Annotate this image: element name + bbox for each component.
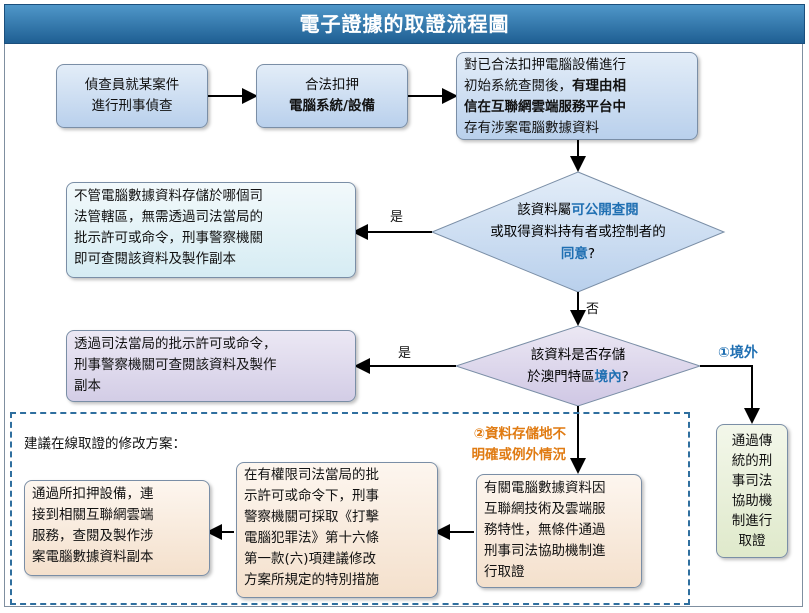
investigation-line-1: 偵查員就某案件 — [84, 77, 180, 93]
no-approval-needed-box: 不管電腦數據資料存儲於哪個司 法管轄區，無需透過司法當局的 批示許可或命令，刑事… — [66, 182, 356, 278]
review-line-1: 對已合法扣押電腦設備進行 — [464, 57, 626, 73]
unconditional-mla-box: 有關電腦數據資料因 互聯網技術及雲端服 務特性，無條件通過 刑事司法協助機制進 … — [476, 474, 642, 588]
special-measures-box: 在有權限司法當局的批 示許可或命令下，刑事 警察機關可採取《打擊 電腦犯罪法》第… — [236, 462, 438, 598]
connect-via-seized-device-box: 通過所扣押設備，連 接到相關互聯網雲端 服務，查閱及製作涉 案電腦數據資料副本 — [24, 480, 210, 576]
proposal-area — [10, 412, 690, 605]
exception-label: ②資料存儲地不 明確或例外情況 — [471, 426, 567, 463]
page-title: 電子證據的取證流程圖 — [4, 4, 805, 44]
overseas-label: ①境外 — [718, 345, 758, 361]
seizure-line-2: 電腦系統/設備 — [289, 98, 375, 114]
review-line-4: 存有涉案電腦數據資料 — [464, 120, 599, 136]
seizure-line-1: 合法扣押 — [305, 77, 359, 93]
decision-1-text: 該資料屬可公開查閱 或取得資料持有者或控制者的 同意? — [490, 202, 666, 262]
review-line-3: 信在互聯網雲端服務平台中 — [464, 99, 626, 115]
mutual-legal-assistance-box: 通過傳 統的刑 事司法 協助機 制進行 取證 — [716, 424, 788, 558]
initial-review-box: 對已合法扣押電腦設備進行 初始系統查閱後，有理由相 信在互聯網雲端服務平台中 存… — [456, 52, 698, 140]
decision-2-text: 該資料是否存儲 於澳門特區境內? — [527, 347, 629, 385]
judicial-order-box: 透過司法當局的批示許可或命令， 刑事警察機關可查閱該資料及製作 副本 — [66, 330, 356, 402]
no-label-1: 否 — [586, 302, 600, 317]
yes-label-2: 是 — [398, 346, 412, 361]
investigation-box: 偵查員就某案件 進行刑事偵查 — [56, 64, 208, 128]
yes-label-1: 是 — [390, 210, 404, 225]
investigation-line-2: 進行刑事偵查 — [91, 98, 173, 114]
review-line-2: 初始系統查閱後，有理由相 — [464, 78, 626, 94]
proposal-label: 建議在線取證的修改方案： — [24, 436, 186, 452]
seizure-box: 合法扣押 電腦系統/設備 — [256, 64, 408, 128]
